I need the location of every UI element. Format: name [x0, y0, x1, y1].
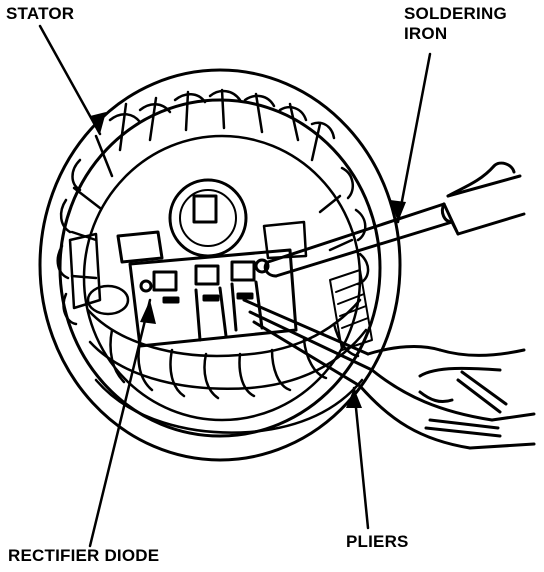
soldering-iron-label-line2: IRON — [404, 24, 448, 43]
pliers-tool — [242, 298, 536, 450]
pliers-leader — [352, 386, 370, 530]
soldering-iron-label: SOLDERING IRON — [404, 4, 507, 44]
left-coil — [68, 232, 130, 316]
rectifier-diode-label: RECTIFIER DIODE — [8, 546, 160, 565]
rectifier-assembly — [116, 220, 308, 348]
stator-leader — [38, 24, 102, 136]
rectifier-diode-leader — [88, 298, 152, 548]
right-coil — [329, 269, 373, 351]
stator-windings — [56, 88, 370, 326]
soldering-iron — [263, 161, 526, 278]
stator-label: STATOR — [6, 4, 75, 23]
rotor-hub — [168, 178, 248, 258]
stator-ring — [38, 68, 402, 462]
lower-coils — [86, 298, 368, 434]
soldering-iron-label-line1: SOLDERING — [404, 4, 507, 23]
pliers-label: PLIERS — [346, 532, 409, 551]
leader-arrowheads — [90, 112, 406, 408]
soldering-iron-leader — [396, 52, 432, 224]
